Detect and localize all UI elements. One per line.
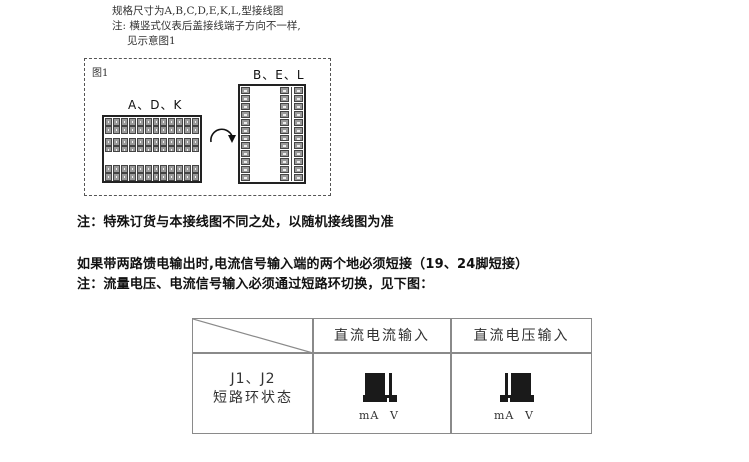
terminal-row-top-1 xyxy=(105,118,200,126)
horizontal-meter-diagram xyxy=(102,115,202,183)
caption-line-1: 规格尺寸为A,B,C,D,E,K,L,型接线图 xyxy=(112,5,284,17)
caption-line-2: 注: 横竖式仪表后盖接线端子方向不一样, xyxy=(112,20,301,32)
terminal-row-bottom-1 xyxy=(105,165,200,173)
jumper-current-label-ma: mA xyxy=(359,409,380,422)
note-feed-output: 如果带两路馈电输出时,电流信号输入端的两个地必须短接（19、24脚短接） xyxy=(77,257,529,272)
header-dc-current-input: 直流电流输入 xyxy=(334,328,430,344)
jumper-voltage-label-ma: mA xyxy=(494,409,515,422)
terminal-column-mid xyxy=(280,87,289,182)
terminal-row-bottom-2 xyxy=(105,173,200,181)
figure-1-frame xyxy=(84,58,331,196)
header-dc-voltage-input: 直流电压输入 xyxy=(473,328,570,344)
caption-line-3: 见示意图1 xyxy=(127,35,176,47)
note-switch: 注：流量电压、电流信号输入必须通过短路环切换，见下图： xyxy=(77,277,434,292)
jumper-state-table: 直流电流输入 直流电压输入 J1、J2 短路环状态 mA V mA V xyxy=(192,318,592,434)
row-header-jumper-state: J1、J2 短路环状态 xyxy=(193,354,313,434)
row-label-j1-j2: J1、J2 xyxy=(230,371,276,387)
terminal-row-top-2 xyxy=(105,126,200,134)
diagonal-header-line xyxy=(193,319,313,354)
rotate-clockwise-arrow-icon xyxy=(210,128,236,143)
row-label-shorting-ring-state: 短路环状态 xyxy=(213,390,293,406)
vertical-meter-diagram xyxy=(238,84,306,184)
terminal-column-right xyxy=(294,87,303,182)
jumper-current-mode-icon xyxy=(363,373,397,402)
note-special-order: 注：特殊订货与本接线图不同之处，以随机接线图为准 xyxy=(77,215,394,230)
jumper-voltage-label-v: V xyxy=(525,409,534,422)
terminal-row-mid-1 xyxy=(105,138,200,146)
terminal-row-mid-2 xyxy=(105,146,200,152)
jumper-voltage-mode-icon xyxy=(500,373,534,402)
horizontal-models-label: A、D、K xyxy=(128,98,183,112)
terminal-column-left xyxy=(241,87,250,182)
jumper-current-label-v: V xyxy=(390,409,399,422)
figure-label: 图1 xyxy=(92,68,109,79)
vertical-models-label: B、E、L xyxy=(253,68,305,82)
